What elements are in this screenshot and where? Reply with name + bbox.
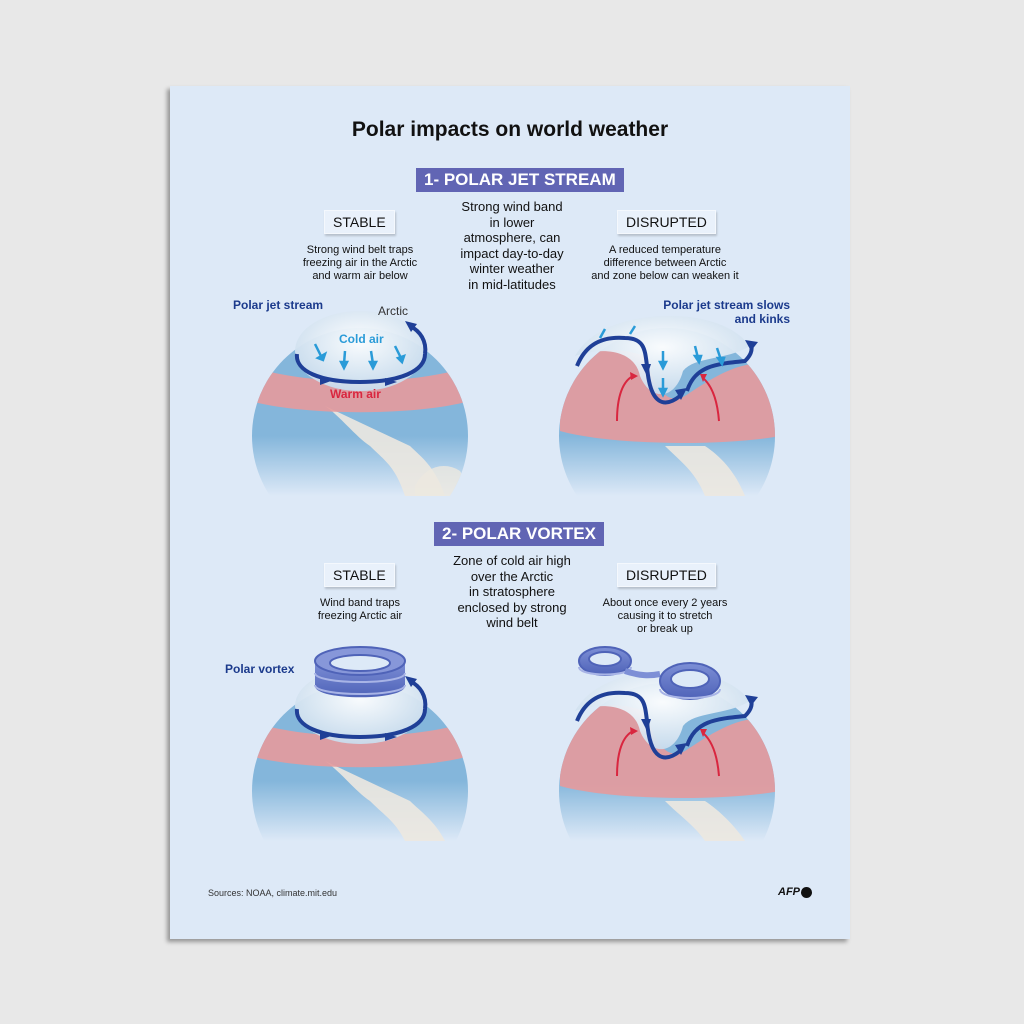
desc-line: and zone below can weaken it (591, 270, 739, 282)
cold-air-label: Cold air (339, 332, 384, 346)
callout-line: and kinks (734, 312, 790, 326)
section-tag-polar-vortex: 2- POLAR VORTEX (434, 522, 604, 546)
callout-jet-stream-slows: Polar jet stream slows and kinks (625, 298, 790, 326)
page-title: Polar impacts on world weather (351, 118, 669, 141)
globe-stable-jet-stream (252, 311, 468, 496)
desc-line: over the Arctic (470, 568, 554, 584)
desc-line: freezing air in the Arctic (302, 257, 418, 269)
afp-logo-dot-icon (801, 886, 812, 898)
desc-line: Strong wind band (461, 199, 563, 214)
desc-line: in lower (489, 214, 535, 230)
globe-disrupted-polar-vortex (559, 646, 775, 841)
desc-line: Wind band traps (319, 597, 401, 609)
warm-air-label: Warm air (330, 387, 381, 401)
desc-line: Strong wind belt traps (306, 244, 414, 256)
desc-line: winter weather (469, 261, 555, 276)
stable-description-vortex: Wind band traps freezing Arctic air (280, 597, 440, 623)
desc-line: in stratosphere (469, 584, 555, 599)
callout-line: Polar jet stream slows (663, 298, 790, 312)
globe-disrupted-jet-stream (559, 316, 775, 496)
afp-logo: AFP (778, 886, 812, 898)
arctic-label: Arctic (378, 304, 408, 318)
desc-line: causing it to stretch (617, 610, 713, 622)
stable-label-vortex: STABLE (324, 563, 395, 587)
infographic-poster: Polar impacts on world weather 1- POLAR … (170, 86, 850, 939)
callout-polar-vortex: Polar vortex (225, 662, 295, 676)
desc-line: A reduced temperature (609, 244, 721, 256)
stable-description-jet: Strong wind belt traps freezing air in t… (280, 244, 440, 283)
desc-line: in mid-latitudes (468, 276, 556, 292)
desc-line: and warm air below (312, 270, 408, 282)
desc-line: wind belt (486, 615, 538, 630)
callout-polar-jet-stream: Polar jet stream (233, 298, 324, 312)
sources-text: Sources: NOAA, climate.mit.edu (208, 888, 338, 898)
desc-line: atmosphere, can (463, 230, 561, 245)
disrupted-label-jet: DISRUPTED (617, 210, 716, 234)
stable-label-jet: STABLE (324, 210, 395, 234)
desc-line: or break up (637, 623, 693, 635)
desc-line: freezing Arctic air (317, 610, 403, 622)
polar-vortex-description: Zone of cold air high over the Arctic in… (427, 553, 597, 631)
disrupted-label-vortex: DISRUPTED (617, 563, 716, 587)
disrupted-description-jet: A reduced temperature difference between… (580, 244, 750, 283)
desc-line: Zone of cold air high (453, 553, 571, 568)
desc-line: enclosed by strong (457, 599, 567, 615)
jet-stream-description: Strong wind band in lower atmosphere, ca… (432, 199, 592, 292)
desc-line: About once every 2 years (602, 597, 728, 609)
desc-line: impact day-to-day (460, 245, 564, 261)
section-tag-jet-stream: 1- POLAR JET STREAM (416, 168, 624, 192)
globe-stable-polar-vortex (252, 646, 468, 841)
disrupted-description-vortex: About once every 2 years causing it to s… (580, 597, 750, 636)
afp-logo-text: AFP (778, 886, 800, 898)
desc-line: difference between Arctic (603, 257, 727, 269)
